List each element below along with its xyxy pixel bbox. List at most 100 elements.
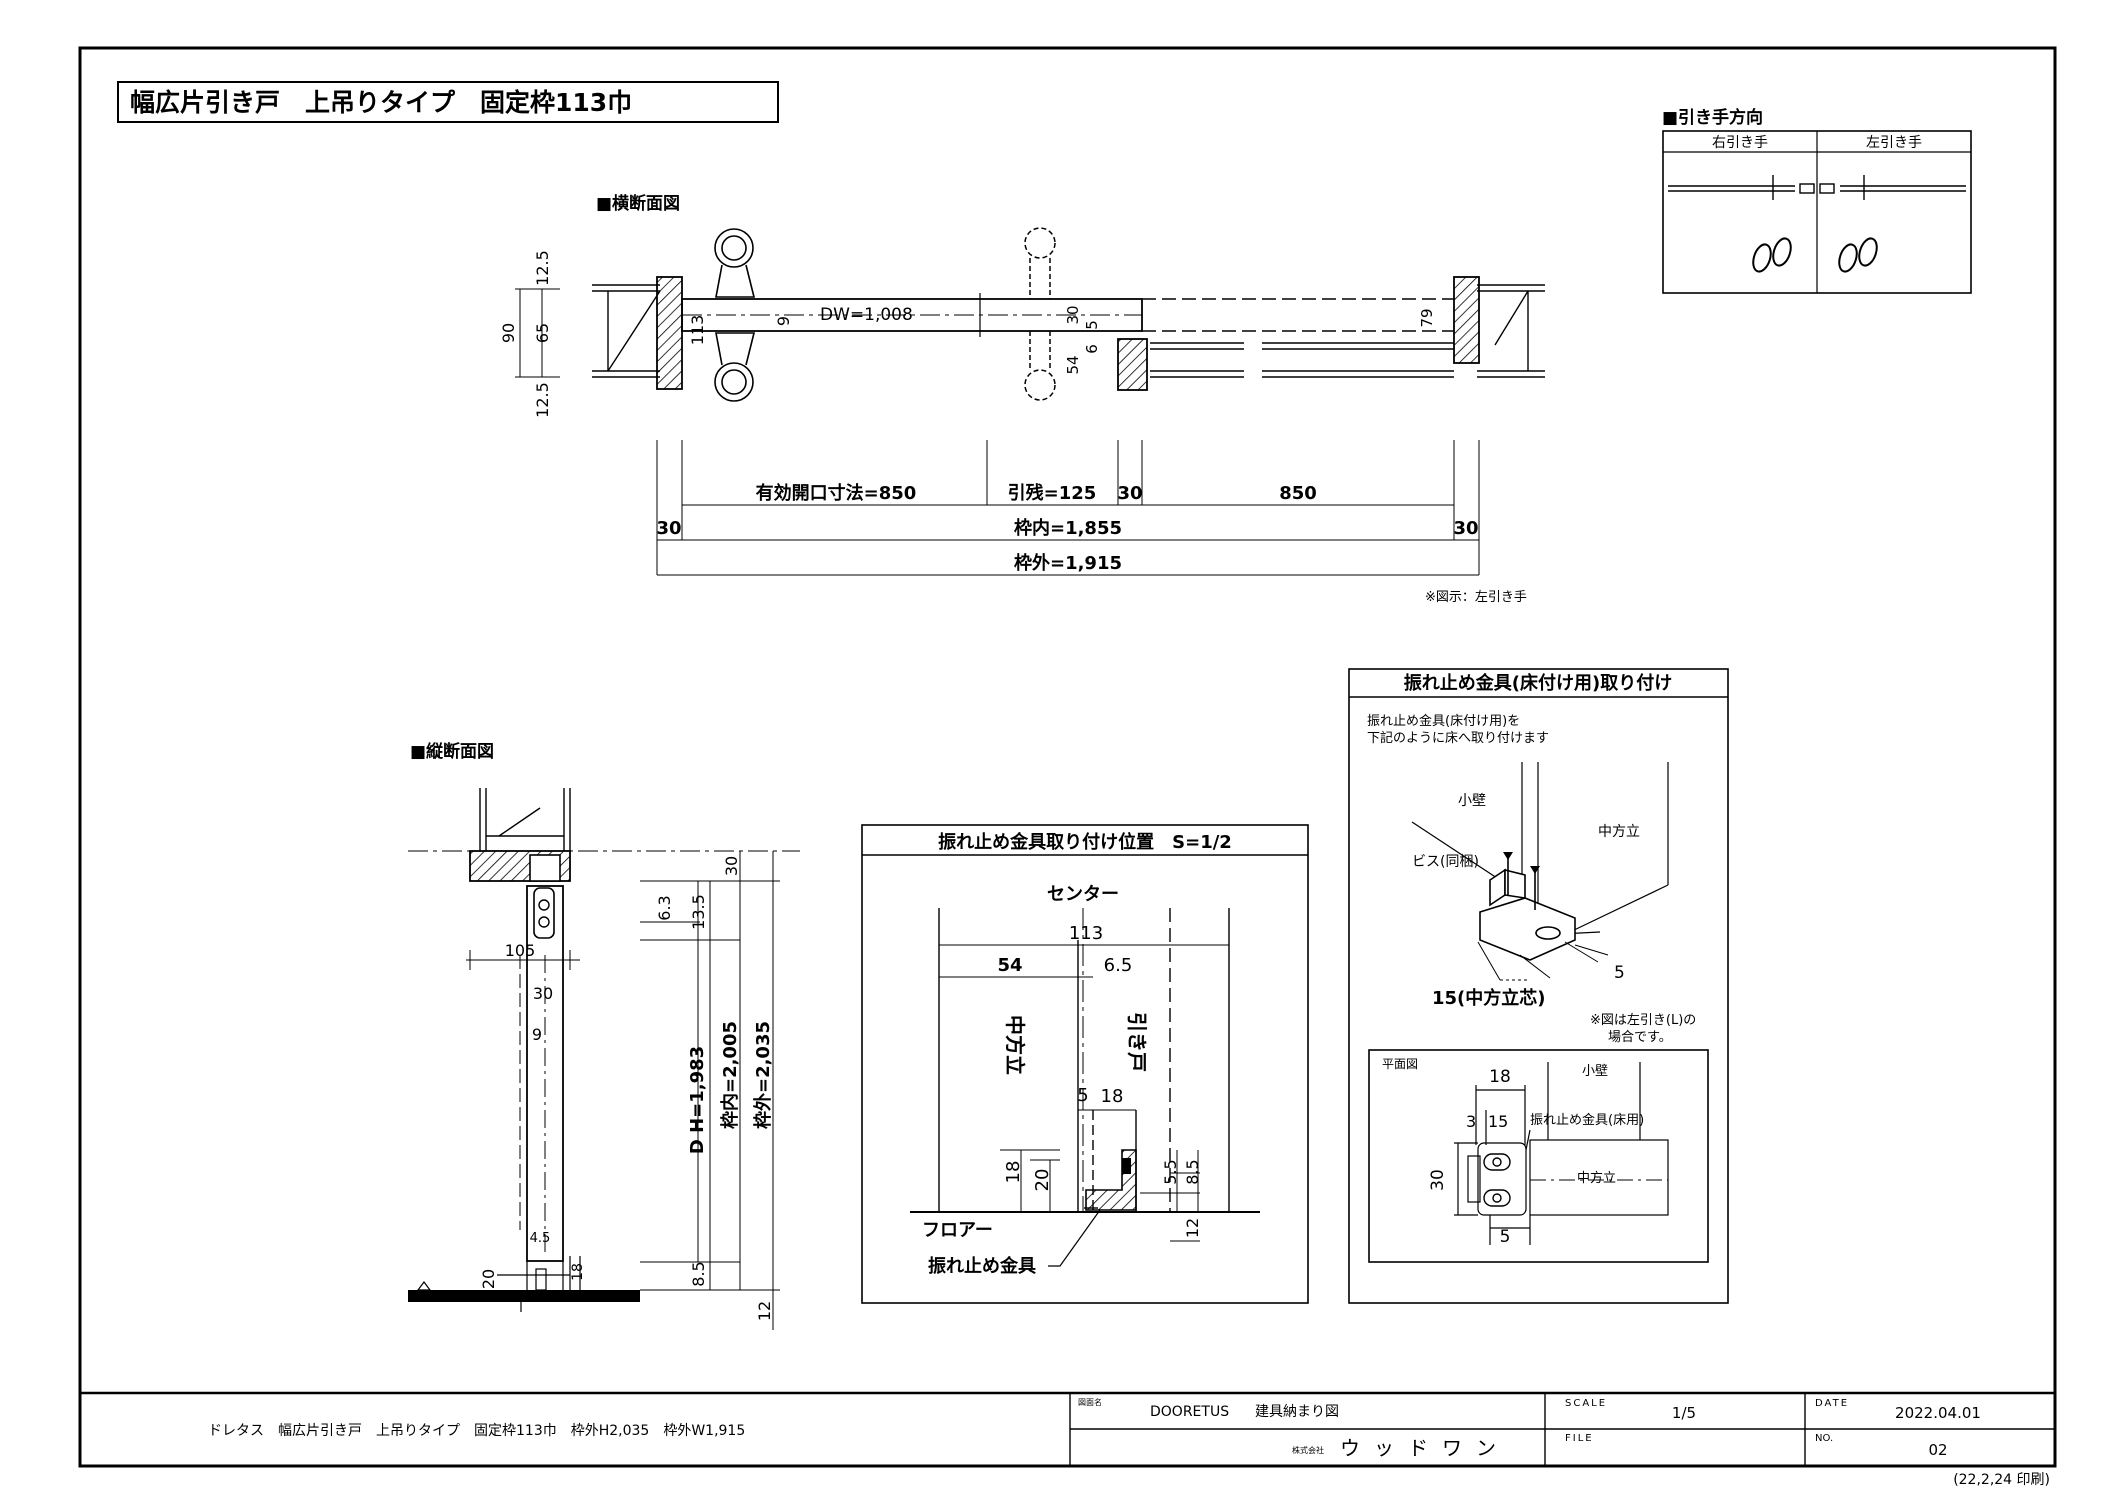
install-nakatate: 中方立	[1598, 824, 1640, 840]
direction-heading: ■引き手方向	[1662, 107, 1763, 128]
dim-30-leaf: 30	[533, 984, 553, 1003]
bar-handle-right	[1024, 227, 1056, 401]
footer-company: ウッドワン	[1340, 1436, 1510, 1460]
hanger-roller	[533, 887, 555, 939]
dim-9-leaf: 9	[532, 1025, 542, 1044]
hanger-rail	[529, 854, 561, 882]
plan-section: ■横断面図	[499, 193, 1545, 605]
pos-dim-6-5: 6.5	[1104, 955, 1133, 976]
install-dim-5: 5	[1614, 963, 1625, 983]
floor-slab	[408, 1290, 640, 1302]
dim-30-row1: 30	[1117, 483, 1142, 504]
inset-dim-3: 3	[1466, 1112, 1476, 1131]
dim-12-5-top: 12.5	[533, 250, 552, 286]
drawing-title: 幅広片引き戸 上吊りタイプ 固定枠113巾	[130, 88, 632, 117]
install-panel: 振れ止め金具(床付け用)取り付け 振れ止め金具(床付け用)を 下記のように床へ取…	[1348, 668, 1729, 1304]
footer-name: 建具納まり図	[1255, 1404, 1339, 1420]
pos-fitting: 振れ止め金具	[928, 1255, 1036, 1277]
mullion-piece	[1117, 338, 1148, 391]
pull-direction-panel: ■引き手方向 右引き手 左引き手	[1662, 107, 1972, 294]
pos-dim-5-5: 5.5	[1161, 1159, 1180, 1184]
plan-note: ※図示：左引き手	[1425, 590, 1527, 605]
dim-30-row2-left: 30	[656, 518, 681, 539]
pos-door: 引き戸	[1125, 1012, 1149, 1072]
footer-scale: 1/5	[1672, 1404, 1696, 1422]
install-screw: ビス(同梱)	[1412, 854, 1479, 870]
dim-effective-opening: 有効開口寸法=850	[756, 482, 917, 504]
install-line1: 振れ止め金具(床付け用)を	[1367, 713, 1520, 729]
footer-brand: DOORETUS	[1150, 1404, 1229, 1420]
footer-file-label: FILE	[1565, 1433, 1594, 1444]
jamb-left	[656, 276, 683, 390]
inset-label: 平面図	[1382, 1057, 1418, 1071]
dim-54-plan: 54	[1064, 355, 1082, 374]
pos-dim-12: 12	[1183, 1218, 1202, 1238]
pos-nakatate: 中方立	[1003, 1015, 1027, 1075]
dim-6-plan: 6	[1083, 344, 1101, 354]
dim-dh: D H=1,983	[687, 1046, 708, 1154]
bar-handle-left	[714, 228, 756, 402]
title-block: ドレタス 幅広片引き戸 上吊りタイプ 固定枠113巾 枠外H2,035 枠外W1…	[80, 1391, 2055, 1488]
pos-dim-18b: 18	[1003, 1161, 1024, 1184]
dim-30-head: 30	[722, 856, 741, 876]
inset-dim-30: 30	[1428, 1169, 1448, 1191]
pos-dim-20: 20	[1032, 1169, 1053, 1192]
dim-20-section: 20	[479, 1269, 498, 1289]
dim-12-section: 12	[755, 1301, 774, 1321]
install-dim-15: 15(中方立芯)	[1432, 987, 1546, 1009]
inset-dim-15: 15	[1488, 1112, 1508, 1131]
inset-nakatate: 中方立	[1577, 1170, 1616, 1186]
plan-heading: ■横断面図	[596, 193, 680, 214]
dim-outer-height: 枠外=2,035	[752, 1021, 774, 1129]
dim-dw: DW=1,008	[820, 305, 913, 325]
center-label: センター	[1047, 884, 1119, 905]
plan-inset	[1368, 1049, 1709, 1263]
dim-inner-width: 枠内=1,855	[1014, 517, 1122, 539]
dim-inner-height: 枠内=2,005	[719, 1021, 741, 1129]
stopper-bracket-iso	[1479, 868, 1576, 961]
dim-8-5-section: 8.5	[689, 1261, 708, 1286]
pos-dim-18: 18	[1101, 1086, 1124, 1107]
pos-dim-54: 54	[997, 955, 1022, 976]
dim-13-5: 13.5	[689, 894, 708, 930]
title-box: 幅広片引き戸 上吊りタイプ 固定枠113巾	[117, 81, 779, 123]
footer-label-name: 図面名	[1078, 1397, 1102, 1407]
footer-company-prefix: 株式会社	[1292, 1445, 1324, 1455]
install-note1: ※図は左引き(L)の	[1590, 1013, 1696, 1028]
dim-12-5-bottom: 12.5	[533, 382, 552, 418]
vertical-section: ■縦断面図	[408, 741, 800, 1330]
pos-floor: フロアー	[922, 1220, 993, 1241]
dim-pull-remain: 引残=125	[1008, 482, 1097, 504]
pos-dim-8-5: 8.5	[1183, 1159, 1202, 1184]
jamb-right	[1453, 276, 1480, 364]
footer-scale-label: SCALE	[1565, 1398, 1607, 1409]
dim-850-row1: 850	[1279, 483, 1317, 504]
inset-fitting: 振れ止め金具(床用)	[1530, 1112, 1644, 1128]
dim-outer-width: 枠外=1,915	[1014, 552, 1122, 574]
dim-18-section: 18	[570, 1263, 586, 1281]
footer-date-label: DATE	[1815, 1398, 1849, 1409]
inset-dim-18: 18	[1489, 1067, 1511, 1087]
footer-date: 2022.04.01	[1895, 1404, 1981, 1422]
install-header: 振れ止め金具(床付け用)取り付け	[1404, 672, 1672, 694]
door-leaf-section	[526, 885, 564, 1262]
footer-no: 02	[1928, 1441, 1947, 1459]
direction-right-label: 右引き手	[1712, 135, 1768, 151]
install-kokabe: 小壁	[1458, 793, 1486, 809]
footprint-icon	[1752, 237, 1878, 273]
install-line2: 下記のように床へ取り付けます	[1367, 730, 1549, 746]
sheet-border	[78, 46, 2057, 1468]
inset-dim-5: 5	[1500, 1227, 1511, 1247]
section-heading: ■縦断面図	[410, 741, 494, 762]
dim-79: 79	[1418, 308, 1436, 327]
inset-kokabe: 小壁	[1582, 1064, 1608, 1079]
dim-9: 9	[774, 316, 793, 326]
dim-90: 90	[499, 323, 518, 343]
dim-6-3: 6.3	[655, 895, 674, 920]
fitting-position-panel: 振れ止め金具取り付け位置 S=1/2 センター	[861, 824, 1309, 1304]
dim-65: 65	[533, 323, 552, 343]
install-note2: 場合です。	[1608, 1030, 1672, 1045]
footer-no-label: NO.	[1815, 1433, 1833, 1444]
direction-left-label: 左引き手	[1866, 135, 1922, 151]
